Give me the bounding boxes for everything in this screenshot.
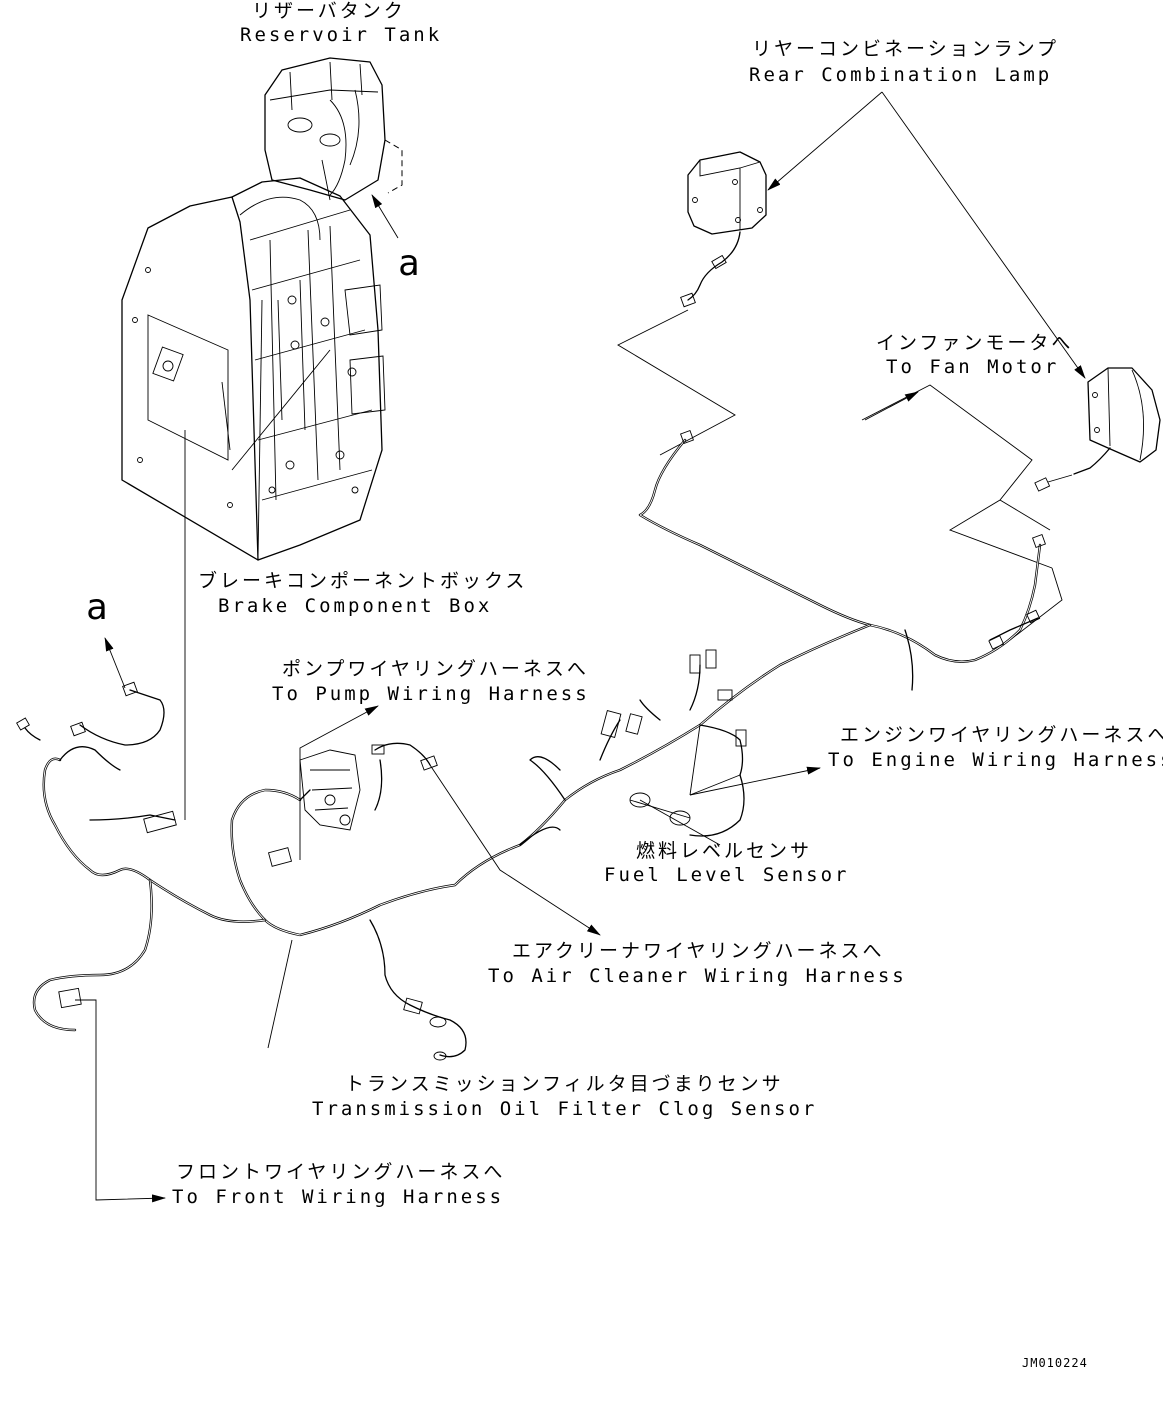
detail-a-arrow-upper — [371, 194, 399, 239]
pump-harness-bundle-drawing — [299, 749, 361, 831]
to-fan-motor-label-ja: インファンモータへ — [876, 332, 1074, 354]
to-air-cleaner-label-ja: エアクリーナワイヤリングハーネスへ — [512, 940, 885, 962]
rear-combination-lamp-label-ja: リヤーコンビネーションランプ — [752, 38, 1060, 60]
rear-combination-lamp-label-en: Rear Combination Lamp — [749, 64, 1053, 86]
leader-lines — [75, 91, 1086, 1203]
to-engine-harness-label-en: To Engine Wiring Harness — [828, 749, 1163, 771]
detail-a-letter-upper: a — [398, 243, 420, 284]
to-pump-harness-label-en: To Pump Wiring Harness — [272, 683, 590, 705]
to-front-harness-label-ja: フロントワイヤリングハーネスへ — [176, 1161, 506, 1183]
to-front-harness-label-en: To Front Wiring Harness — [172, 1186, 505, 1208]
fuel-level-sensor-drawing — [629, 774, 745, 837]
fuel-level-sensor-label-en: Fuel Level Sensor — [604, 864, 850, 886]
drawing-code: JM010224 — [1022, 1356, 1088, 1370]
brake-component-box-label-ja: ブレーキコンポーネントボックス — [198, 570, 528, 592]
brake-component-box-label-en: Brake Component Box — [218, 595, 493, 617]
connector-cluster-drawing — [371, 649, 747, 846]
rear-combination-lamp-drawing — [680, 151, 767, 308]
sheet-break-lines — [617, 309, 1063, 641]
reservoir-tank-label-en: Reservoir Tank — [240, 24, 443, 46]
to-fan-motor-label-en: To Fan Motor — [886, 356, 1060, 378]
fuel-level-sensor-label-ja: 燃料レベルセンサ — [636, 840, 813, 862]
fan-motor-drawing — [1034, 367, 1161, 492]
transmission-sensor-label-en: Transmission Oil Filter Clog Sensor — [312, 1098, 818, 1120]
to-engine-harness-label-ja: エンジンワイヤリングハーネスへ — [840, 724, 1163, 746]
detail-a-letter-lower: a — [86, 587, 108, 628]
main-harness-drawing — [16, 623, 872, 1032]
transmission-sensor-drawing — [369, 919, 467, 1061]
to-air-cleaner-label-en: To Air Cleaner Wiring Harness — [488, 965, 907, 987]
to-pump-harness-label-ja: ポンプワイヤリングハーネスへ — [282, 658, 589, 680]
rear-harness-drawing — [638, 430, 1046, 691]
brake-component-box-drawing — [121, 57, 403, 561]
transmission-sensor-label-ja: トランスミッションフィルタ目づまりセンサ — [345, 1073, 784, 1095]
reservoir-tank-label-ja: リザーバタンク — [252, 0, 406, 22]
